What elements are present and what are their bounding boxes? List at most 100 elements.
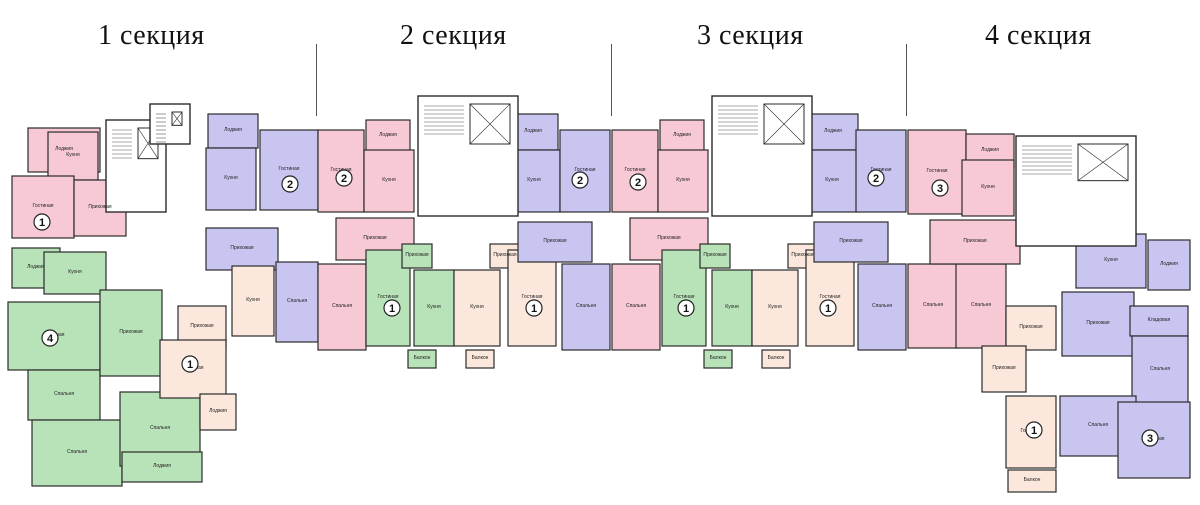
room-label: Лоджия <box>224 127 242 133</box>
room-label: Гостиная <box>575 167 596 173</box>
room-bedroom <box>27 369 101 421</box>
room-label: Спальня <box>923 302 943 308</box>
stair-core <box>711 95 813 217</box>
apartment-type-badge: 1 <box>677 299 695 317</box>
room-label: Гостиная <box>871 167 892 173</box>
room-bedroom <box>907 263 959 349</box>
apartment-type-badge: 2 <box>867 169 885 187</box>
room-label: Спальня <box>332 303 352 309</box>
room-living <box>907 129 967 215</box>
badge-number: 1 <box>39 217 45 229</box>
room-kitchen <box>43 251 107 295</box>
section-divider <box>906 44 907 116</box>
badge-number: 1 <box>683 303 689 315</box>
apartment-type-badge: 2 <box>281 175 299 193</box>
room-loggia <box>199 393 237 431</box>
room-label: Гостиная <box>625 167 646 173</box>
room-label: Спальня <box>1150 366 1170 372</box>
room-label: Спальня <box>54 391 74 397</box>
badge-number: 4 <box>47 333 54 345</box>
room-label: Гостиная <box>33 203 54 209</box>
room-label: Прихожая <box>88 204 111 210</box>
room-label: Прихожая <box>493 252 516 258</box>
room-label: Кладовая <box>1148 317 1171 323</box>
room-kitchen <box>453 269 501 347</box>
room-hall <box>401 243 433 269</box>
room-balcony <box>465 349 495 369</box>
room-loggia <box>1147 239 1191 291</box>
room-label: Кухня <box>246 297 260 303</box>
apartment-type-badge: 1 <box>33 213 51 231</box>
room-label: Прихожая <box>190 323 213 329</box>
room-label: Прихожая <box>703 252 726 258</box>
room-balcony <box>761 349 791 369</box>
room-label: Лоджия <box>27 264 45 270</box>
apartment-type-badge: 3 <box>1141 429 1159 447</box>
room-label: Прихожая <box>230 245 253 251</box>
room-label: Кухня <box>768 304 782 310</box>
section-4-title: 4 секция <box>985 20 1092 51</box>
room-bedroom <box>561 263 611 351</box>
room-label: Лоджия <box>673 132 691 138</box>
room-label: Балкон <box>472 355 489 361</box>
room-living <box>855 129 907 213</box>
badge-number: 2 <box>873 173 879 185</box>
badge-number: 1 <box>1031 425 1037 437</box>
room-living <box>507 249 557 347</box>
room-label: Гостиная <box>522 294 543 300</box>
room-loggia <box>659 119 705 153</box>
room-kitchen <box>231 265 275 337</box>
room-label: Лоджия <box>824 128 842 134</box>
room-label: Лоджия <box>55 146 73 152</box>
room-label: Прихожая <box>1086 320 1109 326</box>
room-label: Прихожая <box>1019 324 1042 330</box>
badge-number: 1 <box>531 303 537 315</box>
apartment-type-badge: 2 <box>335 169 353 187</box>
room-label: Кухня <box>825 177 839 183</box>
room-label: Балкон <box>414 355 431 361</box>
room-label: Кухня <box>224 175 238 181</box>
room-living <box>805 249 855 347</box>
room-living <box>611 129 659 213</box>
room-hall <box>1061 291 1135 357</box>
room-label: Лоджия <box>1160 261 1178 267</box>
room-label: Кухня <box>725 304 739 310</box>
room-living <box>661 249 707 347</box>
room-label: Прихожая <box>657 235 680 241</box>
badge-number: 1 <box>389 303 395 315</box>
badge-number: 3 <box>1147 433 1153 445</box>
room-label: Прихожая <box>119 329 142 335</box>
apartment-type-badge: 1 <box>525 299 543 317</box>
room-label: Спальня <box>67 449 87 455</box>
room-label: Кухня <box>470 304 484 310</box>
room-bedroom <box>857 263 907 351</box>
room-label: Прихожая <box>405 252 428 258</box>
room-hall <box>205 227 279 271</box>
room-kitchen <box>363 149 415 213</box>
room-label: Спальня <box>971 302 991 308</box>
section-1-title: 1 секция <box>98 20 205 51</box>
room-living <box>317 129 365 213</box>
rooms-layer <box>7 113 1191 493</box>
room-loggia <box>207 113 259 149</box>
badge-number: 2 <box>577 175 583 187</box>
section-divider <box>611 44 612 116</box>
badge-number: 1 <box>825 303 831 315</box>
room-label: Прихожая <box>791 252 814 258</box>
apartment-type-badge: 3 <box>931 179 949 197</box>
room-hall <box>813 221 889 263</box>
badge-number: 2 <box>341 173 347 185</box>
room-kitchen <box>657 149 709 213</box>
room-hall <box>517 221 593 263</box>
room-label: Спальня <box>872 303 892 309</box>
room-bedroom <box>275 261 319 343</box>
room-kitchen <box>751 269 799 347</box>
room-label: Прихожая <box>363 235 386 241</box>
room-label: Гостиная <box>927 168 948 174</box>
section-divider <box>316 44 317 116</box>
stair-core <box>1015 135 1137 247</box>
section-2-title: 2 секция <box>400 20 507 51</box>
room-label: Лоджия <box>379 132 397 138</box>
room-label: Кухня <box>427 304 441 310</box>
